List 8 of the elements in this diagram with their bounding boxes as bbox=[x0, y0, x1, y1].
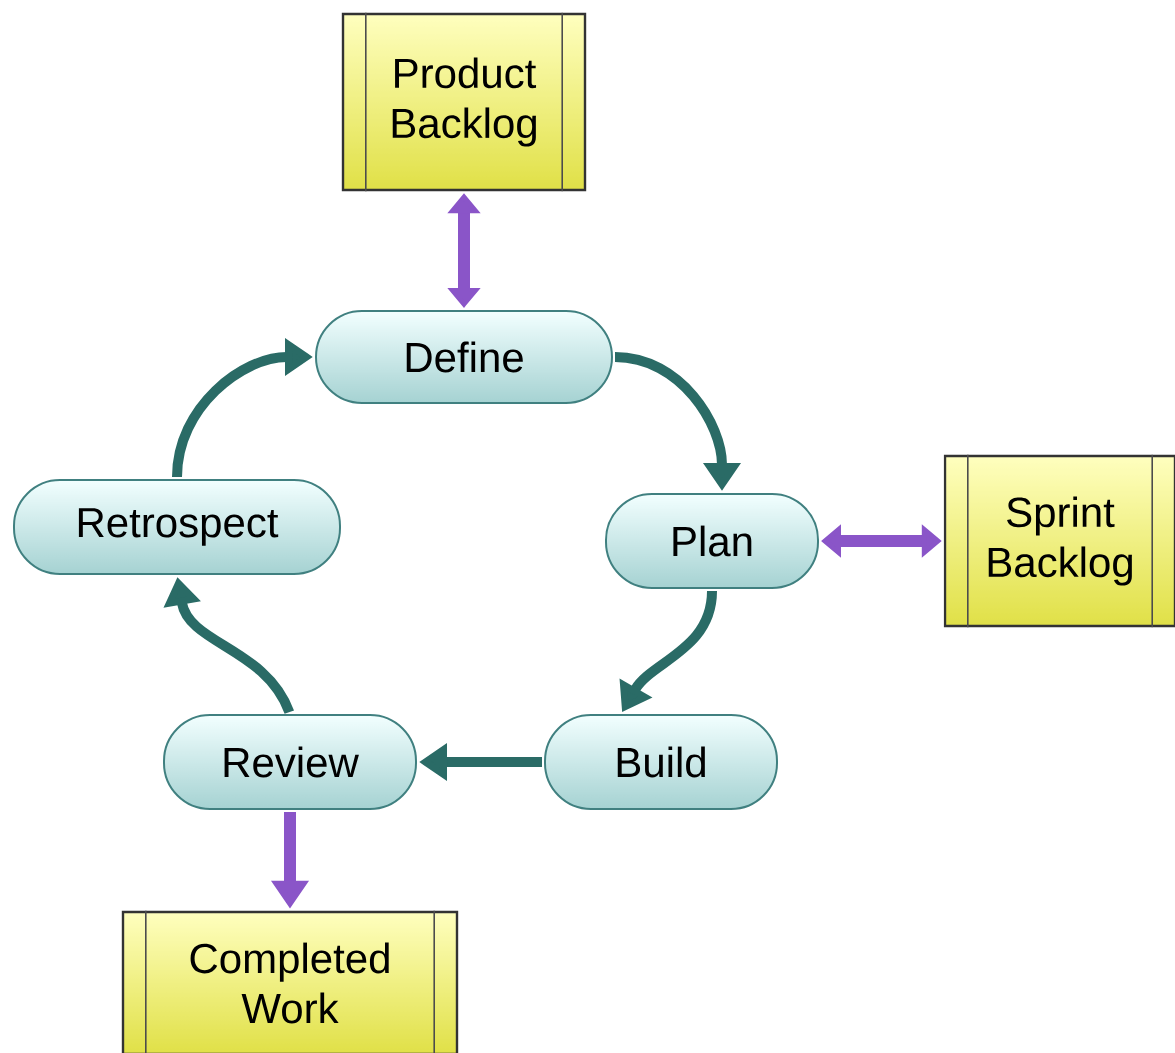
backlog-box: Completed Work bbox=[121, 910, 459, 1053]
backlog-box: Product Backlog bbox=[341, 12, 587, 192]
step-box: Review bbox=[163, 714, 417, 810]
step-box: Define bbox=[315, 310, 613, 404]
step-box: Retrospect bbox=[13, 479, 341, 575]
backlog-box: Sprint Backlog bbox=[943, 454, 1175, 628]
step-box: Build bbox=[544, 714, 778, 810]
step-box: Plan bbox=[605, 493, 819, 589]
